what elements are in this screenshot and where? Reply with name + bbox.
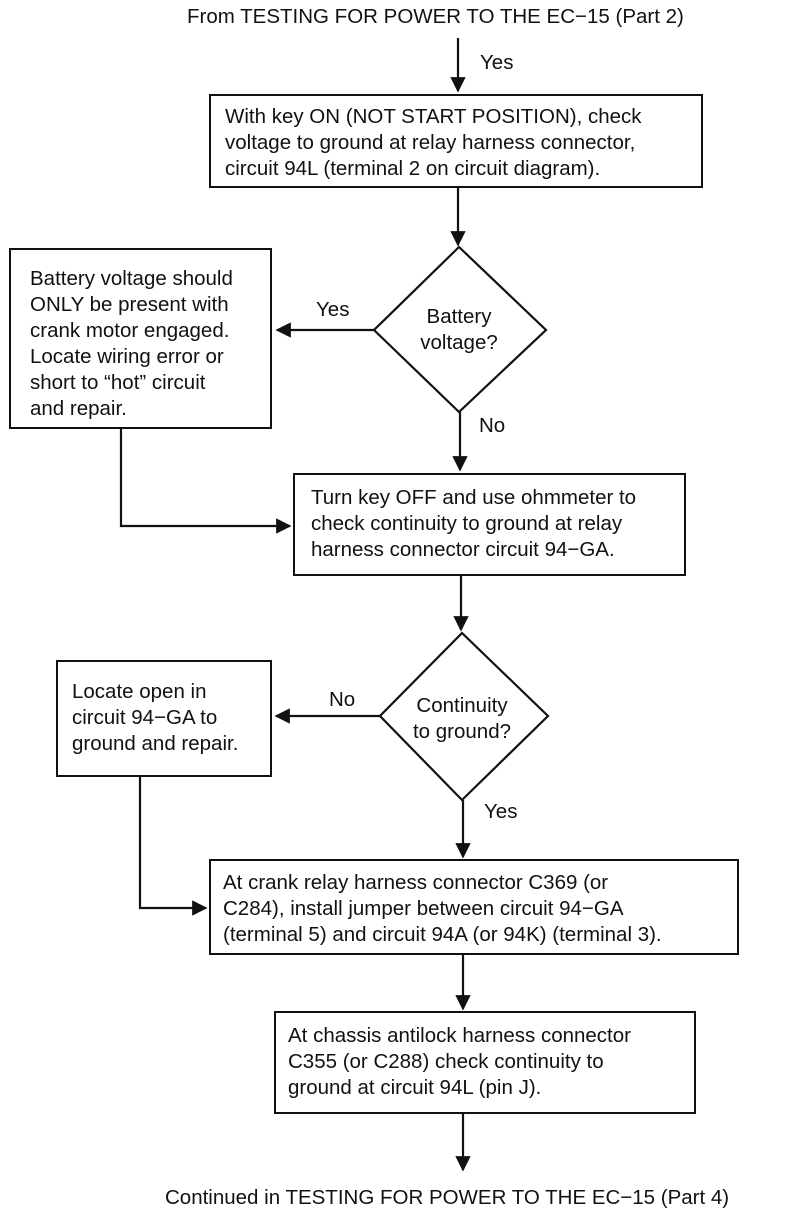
header-text: From TESTING FOR POWER TO THE EC−15 (Par… (187, 5, 684, 28)
step-line: C355 (or C288) check continuity to (288, 1050, 604, 1073)
step-line: ground and repair. (72, 732, 239, 755)
step-line: circuit 94L (terminal 2 on circuit diagr… (225, 157, 601, 180)
step-line: Battery voltage should (30, 267, 233, 290)
step-line: check continuity to ground at relay (311, 512, 623, 535)
decision-line: to ground? (412, 720, 512, 743)
arrow-continuity-no-to-install-jumper (138, 777, 208, 916)
arrow-battery-yes-to-check-continuity (119, 429, 292, 534)
step-line: and repair. (30, 397, 127, 420)
edge-label-yes-continuity: Yes (484, 800, 518, 823)
step-line: Locate wiring error or (30, 345, 224, 368)
decision-battery-voltage-text: Battery voltage? (399, 304, 519, 356)
step-battery-voltage-yes: Battery voltage should ONLY be present w… (9, 248, 272, 429)
decision-line: voltage? (420, 331, 498, 354)
step-line: ONLY be present with (30, 293, 229, 316)
edge-label-no-battery: No (479, 414, 506, 437)
step-check-continuity: Turn key OFF and use ohmmeter to check c… (293, 473, 686, 576)
decision-battery-voltage (372, 245, 548, 414)
step-line: With key ON (NOT START POSITION), check (225, 105, 642, 128)
step-check-chassis: At chassis antilock harness connector C3… (274, 1011, 696, 1114)
step-line: crank motor engaged. (30, 319, 230, 342)
footer-text: Continued in TESTING FOR POWER TO THE EC… (165, 1186, 730, 1209)
step-continuity-no: Locate open in circuit 94−GA to ground a… (56, 660, 272, 777)
step-line: Turn key OFF and use ohmmeter to (311, 486, 637, 509)
step-install-jumper: At crank relay harness connector C369 (o… (209, 859, 739, 955)
edge-label-yes-battery: Yes (316, 298, 350, 321)
step-line: At chassis antilock harness connector (288, 1024, 631, 1047)
decision-line: Continuity (416, 694, 508, 717)
step-line: circuit 94−GA to (72, 706, 218, 729)
step-check-voltage: With key ON (NOT START POSITION), check … (209, 94, 703, 188)
step-line: short to “hot” circuit (30, 371, 206, 394)
decision-line: Battery (426, 305, 492, 328)
step-line: (terminal 5) and circuit 94A (or 94K) (t… (223, 923, 662, 946)
step-line: voltage to ground at relay harness conne… (225, 131, 636, 154)
step-line: C284), install jumper between circuit 94… (223, 897, 624, 920)
edge-label-yes-top: Yes (480, 51, 514, 74)
decision-continuity (378, 631, 550, 802)
step-line: Locate open in (72, 680, 207, 703)
step-line: ground at circuit 94L (pin J). (288, 1076, 542, 1099)
step-line: At crank relay harness connector C369 (o… (223, 871, 609, 894)
step-line: harness connector circuit 94−GA. (311, 538, 615, 561)
decision-continuity-text: Continuity to ground? (397, 693, 527, 745)
edge-label-no-continuity: No (329, 688, 356, 711)
